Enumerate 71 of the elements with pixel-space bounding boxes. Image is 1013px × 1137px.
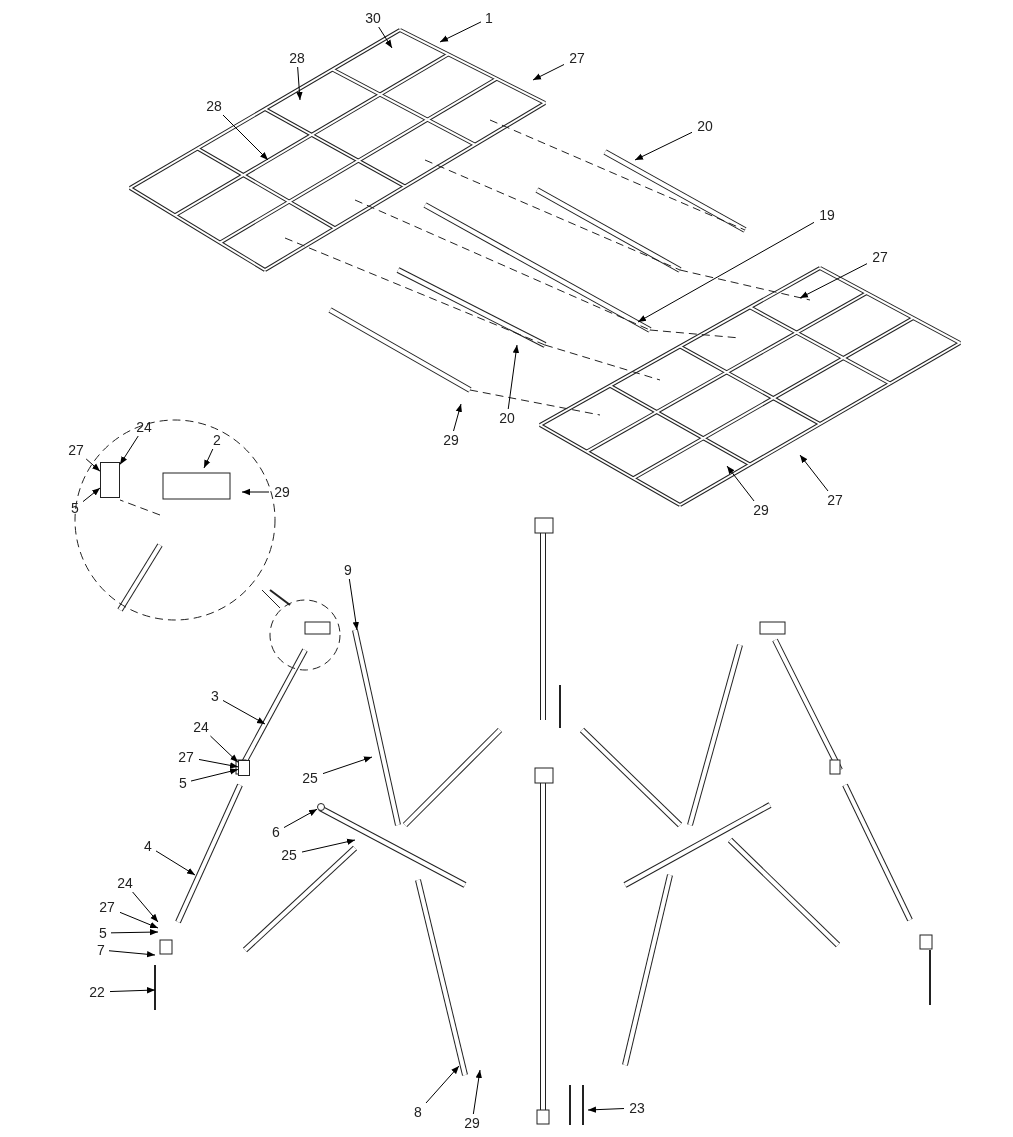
callout-number: 27 xyxy=(872,250,888,264)
callout-number: 20 xyxy=(499,411,515,425)
leader-line xyxy=(296,66,303,101)
callout-number: 25 xyxy=(302,771,318,785)
leader-line xyxy=(301,838,356,853)
callout-number: 5 xyxy=(99,926,107,940)
leader-line xyxy=(322,756,373,775)
tube-end-cap xyxy=(317,803,325,811)
callout-number: 19 xyxy=(819,208,835,222)
leader-line xyxy=(209,735,239,763)
leader-line xyxy=(110,928,159,936)
leader-line xyxy=(453,403,462,432)
leader-line xyxy=(425,1065,460,1104)
leader-line xyxy=(799,263,868,299)
callout-number: 9 xyxy=(344,563,352,577)
callout-number: 8 xyxy=(414,1105,422,1119)
callout-number: 24 xyxy=(193,720,209,734)
leader-line xyxy=(348,578,359,631)
leader-line xyxy=(132,891,159,923)
callout-number: 28 xyxy=(289,51,305,65)
callout-number: 7 xyxy=(97,943,105,957)
leader-line xyxy=(109,987,156,994)
callout-number: 29 xyxy=(443,433,459,447)
leader-line xyxy=(378,26,393,49)
callout-number: 27 xyxy=(569,51,585,65)
callout-number: 28 xyxy=(206,99,222,113)
leader-line xyxy=(119,911,159,929)
callout-number: 23 xyxy=(629,1101,645,1115)
callout-number: 30 xyxy=(365,11,381,25)
leader-line xyxy=(119,435,139,465)
leader-line xyxy=(439,21,482,43)
bracket-part xyxy=(100,462,120,498)
leader-line xyxy=(222,700,266,725)
callout-number: 27 xyxy=(68,443,84,457)
leader-line xyxy=(283,808,318,829)
callout-number: 29 xyxy=(753,503,769,517)
leader-line xyxy=(587,1106,625,1113)
callout-number: 29 xyxy=(464,1116,480,1130)
leader-line xyxy=(726,465,755,502)
callout-number: 20 xyxy=(697,119,713,133)
callout-number: 25 xyxy=(281,848,297,862)
leader-line xyxy=(85,458,101,472)
leader-line xyxy=(222,114,269,161)
leader-line xyxy=(634,131,693,161)
callout-number: 6 xyxy=(272,825,280,839)
leader-line xyxy=(241,488,270,496)
leader-line xyxy=(190,768,239,782)
leader-line xyxy=(637,221,815,323)
callout-number: 29 xyxy=(274,485,290,499)
leader-line xyxy=(203,448,214,469)
leader-line xyxy=(82,487,101,503)
leader-line xyxy=(108,950,156,958)
callout-number: 3 xyxy=(211,689,219,703)
callout-number: 4 xyxy=(144,839,152,853)
leader-line xyxy=(799,454,829,492)
leader-line xyxy=(155,850,196,876)
leader-line xyxy=(532,64,565,81)
bracket-part xyxy=(238,760,250,776)
callout-number: 24 xyxy=(136,420,152,434)
callout-number: 5 xyxy=(71,501,79,515)
callout-number: 22 xyxy=(89,985,105,999)
callout-number: 24 xyxy=(117,876,133,890)
callout-number: 1 xyxy=(485,11,493,25)
leader-line xyxy=(507,344,520,410)
callout-number: 5 xyxy=(179,776,187,790)
callout-number: 27 xyxy=(827,493,843,507)
callout-number: 27 xyxy=(178,750,194,764)
leader-line xyxy=(472,1069,482,1115)
callout-number: 2 xyxy=(213,433,221,447)
callout-number: 27 xyxy=(99,900,115,914)
leader-line xyxy=(198,758,239,769)
